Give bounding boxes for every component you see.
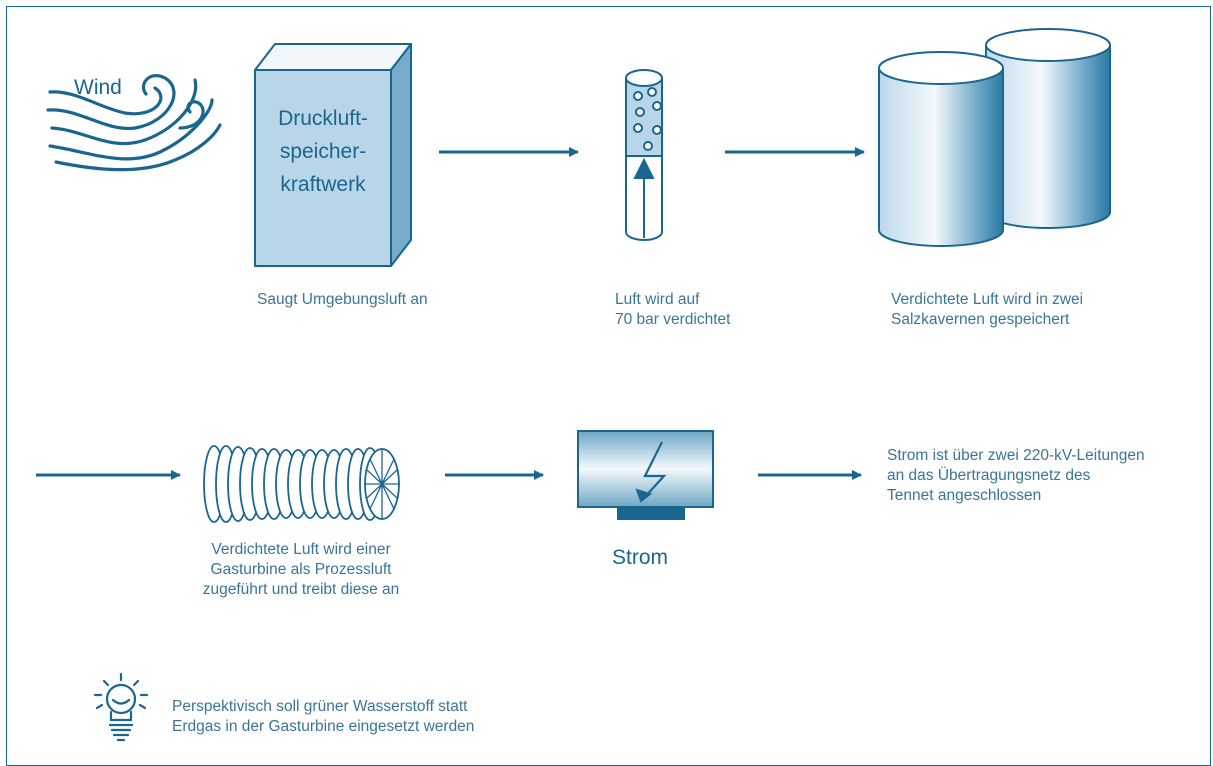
compression-tube-icon: [625, 69, 663, 241]
plant-box-icon: [254, 43, 412, 267]
step-grid-caption: Strom ist über zwei 220-kV-Leitungen an …: [887, 447, 1145, 504]
step-intake-caption: Saugt Umgebungsluft an: [257, 291, 428, 308]
step-compress-caption: Luft wird auf 70 bar verdichtet: [615, 291, 731, 328]
idea-lightbulb-icon: [93, 672, 149, 742]
wind-label: Wind: [74, 76, 122, 99]
wind-icon: [46, 74, 222, 172]
step-power-label: Strom: [612, 546, 669, 569]
gas-turbine-icon: [203, 445, 400, 523]
salt-caverns-icon: [878, 28, 1111, 247]
outlook-note: Perspektivisch soll grüner Wasserstoff s…: [172, 698, 475, 735]
plant-label: Druckluft- speicher- kraftwerk: [278, 107, 368, 196]
power-generator-icon: [577, 430, 714, 520]
flow-arrow-icon: [36, 147, 865, 480]
step-store-caption: Verdichtete Luft wird in zwei Salzkavern…: [891, 291, 1084, 328]
step-turbine-caption: Verdichtete Luft wird einer Gasturbine a…: [202, 541, 400, 598]
